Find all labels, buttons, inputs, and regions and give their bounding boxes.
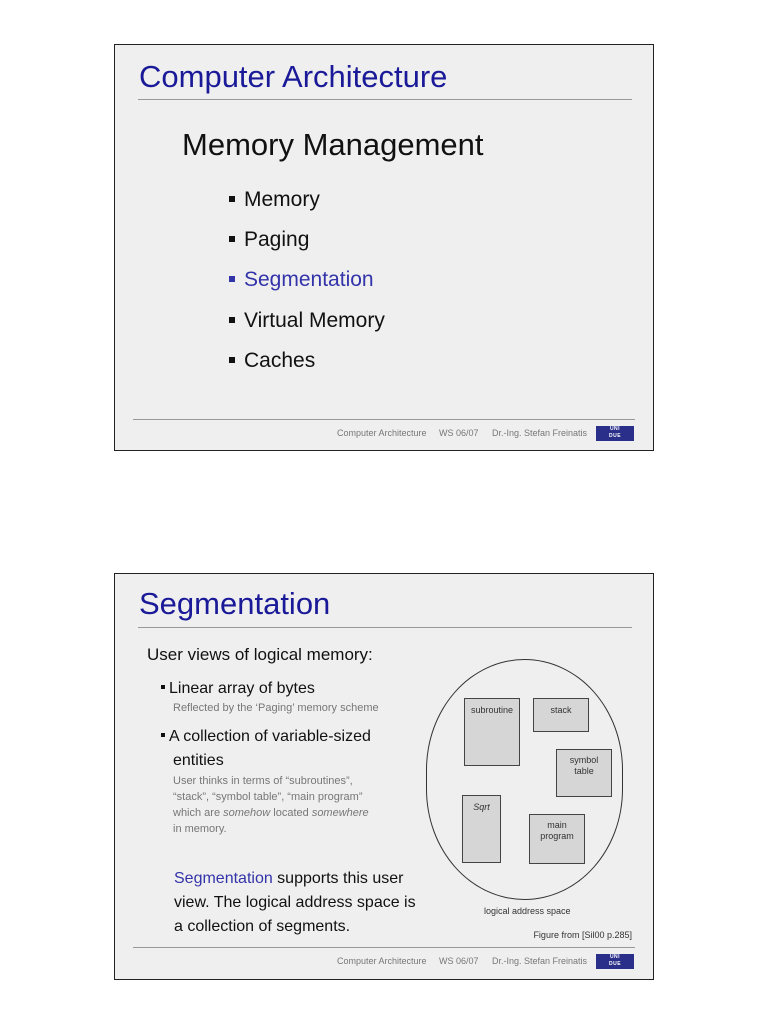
agenda-label: Virtual Memory (244, 309, 385, 332)
figure-source: Figure from [Sil00 p.285] (533, 930, 632, 940)
agenda-item-virtual-memory: Virtual Memory (229, 309, 385, 333)
slide-title: Computer Architecture (139, 59, 448, 94)
agenda-label: Segmentation (244, 268, 374, 291)
figure-caption: logical address space (484, 906, 571, 916)
bullet-linear: Linear array of bytes (161, 680, 315, 698)
note-text: which are (173, 807, 224, 819)
note-line: User thinks in terms of “subroutines”, (173, 775, 353, 787)
logical-address-space-ellipse (426, 659, 623, 900)
conclusion-line: supports this user (272, 870, 404, 887)
footer-rule (133, 419, 635, 420)
bullet-collection-note: User thinks in terms of “subroutines”, “… (173, 773, 369, 837)
agenda-label: Caches (244, 349, 316, 372)
segment-subroutine: subroutine (464, 698, 520, 766)
conclusion-line: view. The logical address space is (174, 894, 416, 911)
section-heading: Memory Management (182, 127, 484, 162)
agenda-label: Memory (244, 188, 320, 211)
title-rule (138, 99, 632, 100)
bullet-icon (161, 733, 165, 737)
segment-main-program: main program (529, 814, 585, 864)
bullet-collection: A collection of variable-sized entities (161, 725, 371, 773)
bullet-label-cont: entities (173, 752, 224, 769)
agenda-item-segmentation: Segmentation (229, 268, 374, 292)
segment-sqrt: Sqrt (462, 795, 501, 863)
footer-author: Dr.-Ing. Stefan Freinatis (492, 956, 588, 966)
note-line: which are somehow located somewhere (173, 805, 369, 821)
slide-title: Segmentation (139, 586, 331, 621)
bullet-icon (229, 196, 235, 202)
agenda-item-paging: Paging (229, 228, 309, 252)
note-text: located (270, 807, 312, 819)
footer-course: Computer Architecture (337, 428, 427, 438)
bullet-icon (229, 236, 235, 242)
title-rule (138, 627, 632, 628)
bullet-label: Linear array of bytes (169, 680, 315, 697)
segment-stack: stack (533, 698, 589, 732)
footer-rule (133, 947, 635, 948)
conclusion-highlight: Segmentation (174, 870, 273, 887)
footer-course: Computer Architecture (337, 956, 427, 966)
slide-2: Segmentation User views of logical memor… (114, 573, 654, 980)
agenda-label: Paging (244, 228, 310, 251)
note-line: in memory. (173, 823, 227, 835)
slide-1: Computer Architecture Memory Management … (114, 44, 654, 451)
bullet-icon (229, 276, 235, 282)
note-emph: somewhere (311, 807, 369, 819)
footer-author: Dr.-Ing. Stefan Freinatis (492, 428, 588, 438)
bullet-icon (229, 317, 235, 323)
bullet-linear-note: Reflected by the ‘Paging’ memory scheme (173, 702, 379, 714)
intro-text: User views of logical memory: (147, 645, 373, 664)
bullet-label: A collection of variable-sized (169, 728, 371, 745)
segment-symbol-table: symbol table (556, 749, 612, 797)
note-line: “stack”, “symbol table”, “main program” (173, 791, 363, 803)
footer-term: WS 06/07 (439, 956, 479, 966)
conclusion-line: a collection of segments. (174, 918, 351, 935)
footer-term: WS 06/07 (439, 428, 479, 438)
note-emph: somehow (223, 807, 271, 819)
bullet-icon (229, 357, 235, 363)
agenda-item-memory: Memory (229, 188, 320, 212)
conclusion-text: Segmentation supports this user view. Th… (174, 867, 416, 939)
bullet-icon (161, 685, 165, 689)
agenda-item-caches: Caches (229, 349, 315, 373)
